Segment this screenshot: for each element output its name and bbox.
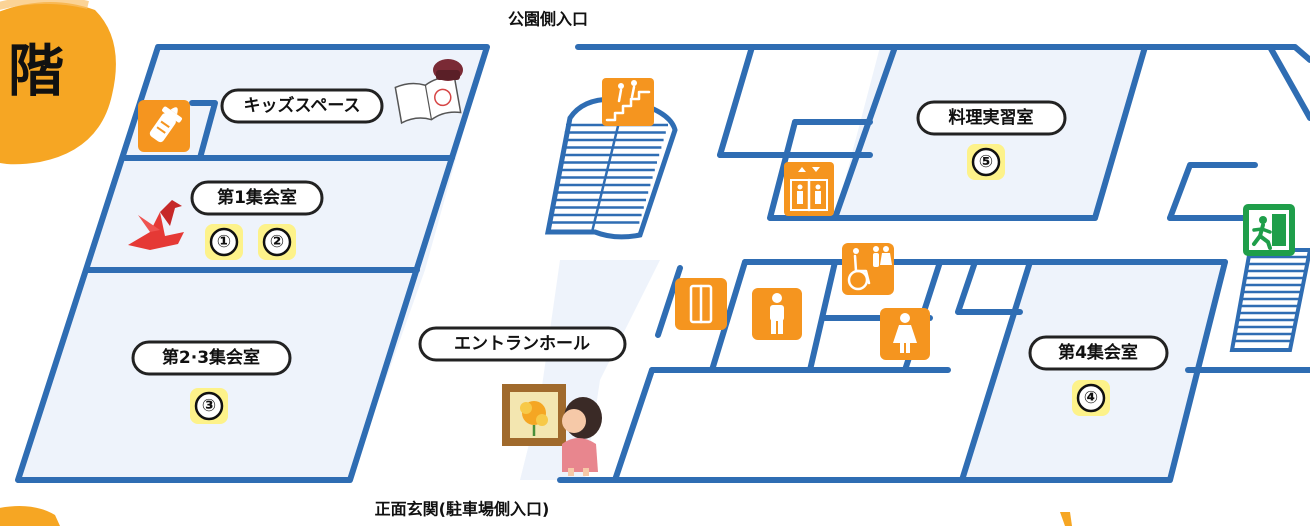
meeting-room-4-label: 第4集会室 xyxy=(1058,342,1138,363)
emergency-exit-icon xyxy=(1243,204,1295,256)
corner-decoration xyxy=(0,506,60,526)
entrance-hall-label: エントランホール xyxy=(454,334,590,354)
painting-viewer-icon xyxy=(502,384,602,476)
right-staircase xyxy=(1229,248,1310,352)
room-fills xyxy=(18,47,1225,480)
front-entrance-label: 正面玄関(駐車場側入口) xyxy=(375,500,550,519)
room-number-4: ④ xyxy=(1072,380,1110,416)
room-number-5: ⑤ xyxy=(967,144,1005,180)
label-meeting-room-1: 第1集会室 xyxy=(190,180,324,216)
cooking-room-label: 料理実習室 xyxy=(949,107,1034,128)
spiral-staircase xyxy=(544,96,678,240)
label-entrance-hall: エントランホール xyxy=(418,326,627,362)
locker-icon xyxy=(675,278,727,330)
baby-bottle-icon xyxy=(138,100,190,152)
corner-decoration xyxy=(1060,512,1072,526)
floor-badge: 階 xyxy=(0,0,116,165)
floor-label: 階 xyxy=(8,40,64,105)
label-meeting-room-23: 第2·3集会室 xyxy=(131,340,292,376)
svg-text:⑤: ⑤ xyxy=(979,152,993,172)
label-meeting-room-4: 第4集会室 xyxy=(1028,335,1169,371)
meeting-room-1-label: 第1集会室 xyxy=(217,187,297,208)
svg-text:③: ③ xyxy=(202,396,216,416)
label-kids-space: キッズスペース xyxy=(220,88,384,124)
room-number-2: ② xyxy=(258,224,296,260)
paper-crane-icon xyxy=(128,200,184,250)
label-cooking-room: 料理実習室 xyxy=(916,100,1067,136)
stamp-book-icon xyxy=(394,59,463,125)
park-side-entrance-label: 公園側入口 xyxy=(508,10,588,29)
elevator-icon xyxy=(784,162,834,216)
svg-text:②: ② xyxy=(270,232,284,252)
kids-space-label: キッズスペース xyxy=(244,95,361,116)
svg-text:④: ④ xyxy=(1084,388,1098,408)
male-toilet-icon xyxy=(752,288,802,340)
room-number-1: ① xyxy=(205,224,243,260)
room-number-3: ③ xyxy=(190,388,228,424)
svg-text:①: ① xyxy=(217,232,231,252)
stairs-up-icon xyxy=(602,78,654,126)
female-toilet-icon xyxy=(880,308,930,360)
walls xyxy=(15,44,1310,483)
accessible-toilet-icon xyxy=(842,243,894,295)
meeting-room-23-label: 第2·3集会室 xyxy=(162,347,260,368)
